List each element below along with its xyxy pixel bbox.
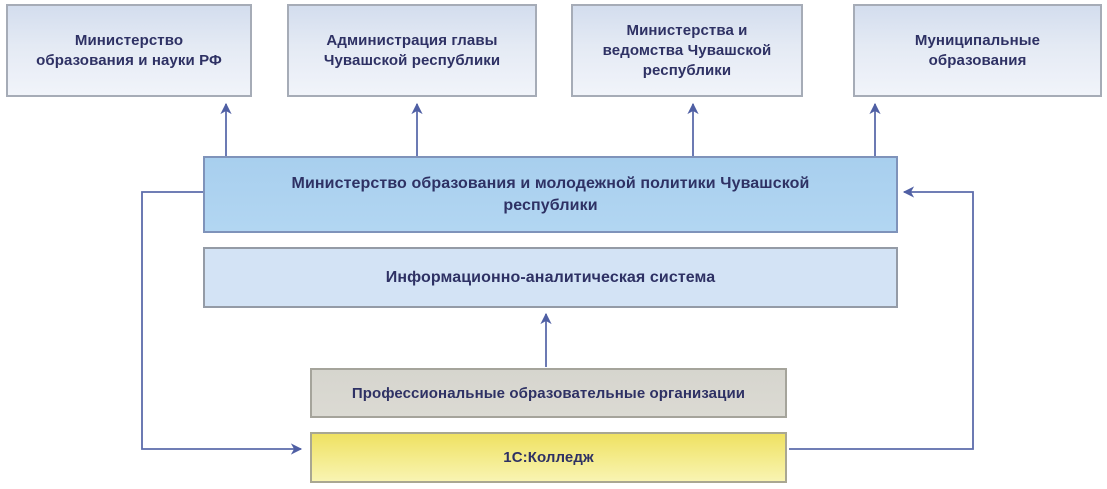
- box-municipal-entities: Муниципальные образования: [853, 4, 1102, 97]
- box-administration-head: Администрация главы Чувашской республики: [287, 4, 537, 97]
- box-vocational-organizations: Профессиональные образовательные организ…: [310, 368, 787, 418]
- box-ministries-chuvash-line1: Министерства и: [626, 21, 748, 39]
- box-information-analytical-system-label: Информационно-аналитическая система: [385, 269, 716, 286]
- box-municipal-entities-line2: образования: [928, 51, 1027, 69]
- box-vocational-organizations-label: Профессиональные образовательные организ…: [351, 384, 746, 402]
- box-1c-college-label: 1С:Колледж: [503, 449, 594, 466]
- box-ministry-education-youth-line1: Министерство образования и молодежной по…: [291, 174, 810, 192]
- box-ministries-chuvash-line2: ведомства Чувашской: [602, 41, 772, 59]
- box-municipal-entities-line1: Муниципальные: [914, 31, 1041, 49]
- box-1c-college: 1С:Колледж: [310, 432, 787, 483]
- box-administration-head-line1: Администрация главы: [326, 31, 498, 49]
- box-administration-head-line2: Чувашской республики: [323, 51, 501, 69]
- box-information-analytical-system: Информационно-аналитическая система: [203, 247, 898, 308]
- box-ministry-education-rf: Министерство образования и науки РФ: [6, 4, 252, 97]
- box-ministries-chuvash: Министерства и ведомства Чувашской респу…: [571, 4, 803, 97]
- box-ministry-education-rf-line2: образования и науки РФ: [36, 51, 222, 69]
- box-ministry-education-youth-chuvash: Министерство образования и молодежной по…: [203, 156, 898, 233]
- box-ministry-education-youth-line2: республики: [503, 196, 598, 214]
- box-ministries-chuvash-line3: республики: [642, 61, 732, 79]
- box-ministry-education-rf-line1: Министерство: [74, 31, 184, 49]
